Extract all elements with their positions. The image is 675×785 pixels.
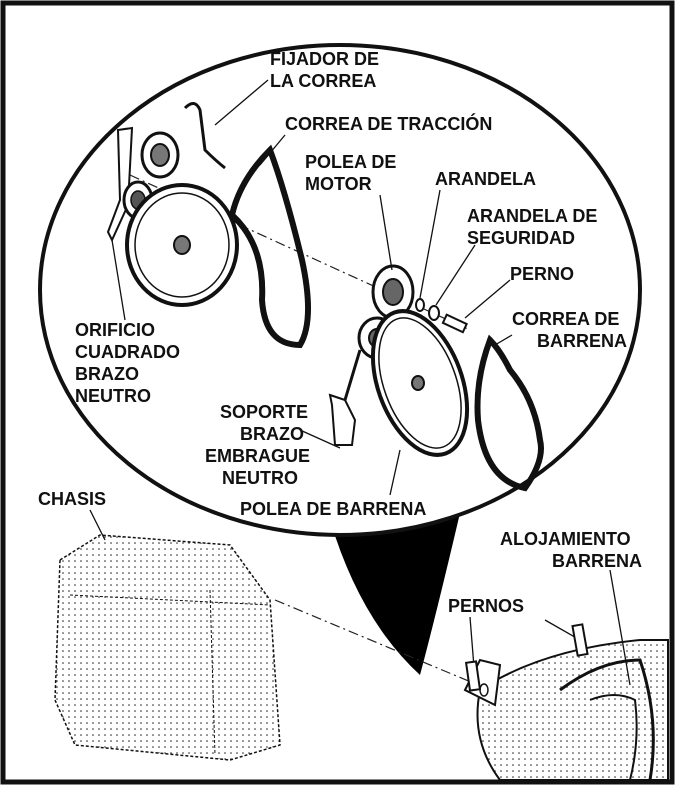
auger-pulley xyxy=(370,309,470,457)
label-polea-motor-1: POLEA DE xyxy=(305,152,396,172)
lock-washer xyxy=(428,305,440,321)
traction-belt xyxy=(228,144,311,349)
label-arandela-seguridad-1: ARANDELA DE xyxy=(467,206,597,226)
label-soporte-1: SOPORTE xyxy=(220,402,308,422)
auger-housing xyxy=(463,639,669,781)
mount-line xyxy=(274,599,491,691)
label-correa-barrena-1: CORREA DE xyxy=(512,309,619,329)
label-alojamiento-1: ALOJAMIENTO xyxy=(500,529,631,549)
label-perno: PERNO xyxy=(510,264,574,284)
traction-pulley xyxy=(125,183,239,307)
label-orificio-4: NEUTRO xyxy=(75,386,151,406)
label-arandela-seguridad-2: SEGURIDAD xyxy=(467,228,575,248)
label-orificio-3: BRAZO xyxy=(75,364,139,384)
label-alojamiento-2: BARRENA xyxy=(552,551,642,571)
label-orificio-1: ORIFICIO xyxy=(75,320,155,340)
label-soporte-2: BRAZO xyxy=(240,424,304,444)
label-soporte-4: NEUTRO xyxy=(222,468,298,488)
idler-pulley-top xyxy=(106,126,180,243)
housing-bolts xyxy=(464,623,589,692)
washer xyxy=(415,298,425,312)
label-soporte-3: EMBRAGUE xyxy=(205,446,310,466)
label-chasis: CHASIS xyxy=(38,489,106,509)
label-orificio-2: CUADRADO xyxy=(75,342,180,362)
label-correa-traccion: CORREA DE TRACCIÓN xyxy=(285,113,492,134)
belt-retainer-rod xyxy=(183,102,226,170)
label-polea-motor-2: MOTOR xyxy=(305,174,372,194)
bolt xyxy=(441,313,468,334)
label-arandela: ARANDELA xyxy=(435,169,536,189)
callout-ellipse xyxy=(38,43,642,537)
label-polea-barrena: POLEA DE BARRENA xyxy=(240,499,426,519)
label-fijador-2: LA CORREA xyxy=(270,71,376,91)
label-fijador-1: FIJADOR DE xyxy=(270,49,379,69)
label-correa-barrena-2: BARRENA xyxy=(537,331,627,351)
label-pernos: PERNOS xyxy=(448,596,524,616)
chassis xyxy=(54,534,281,761)
auger-belt xyxy=(474,334,544,492)
